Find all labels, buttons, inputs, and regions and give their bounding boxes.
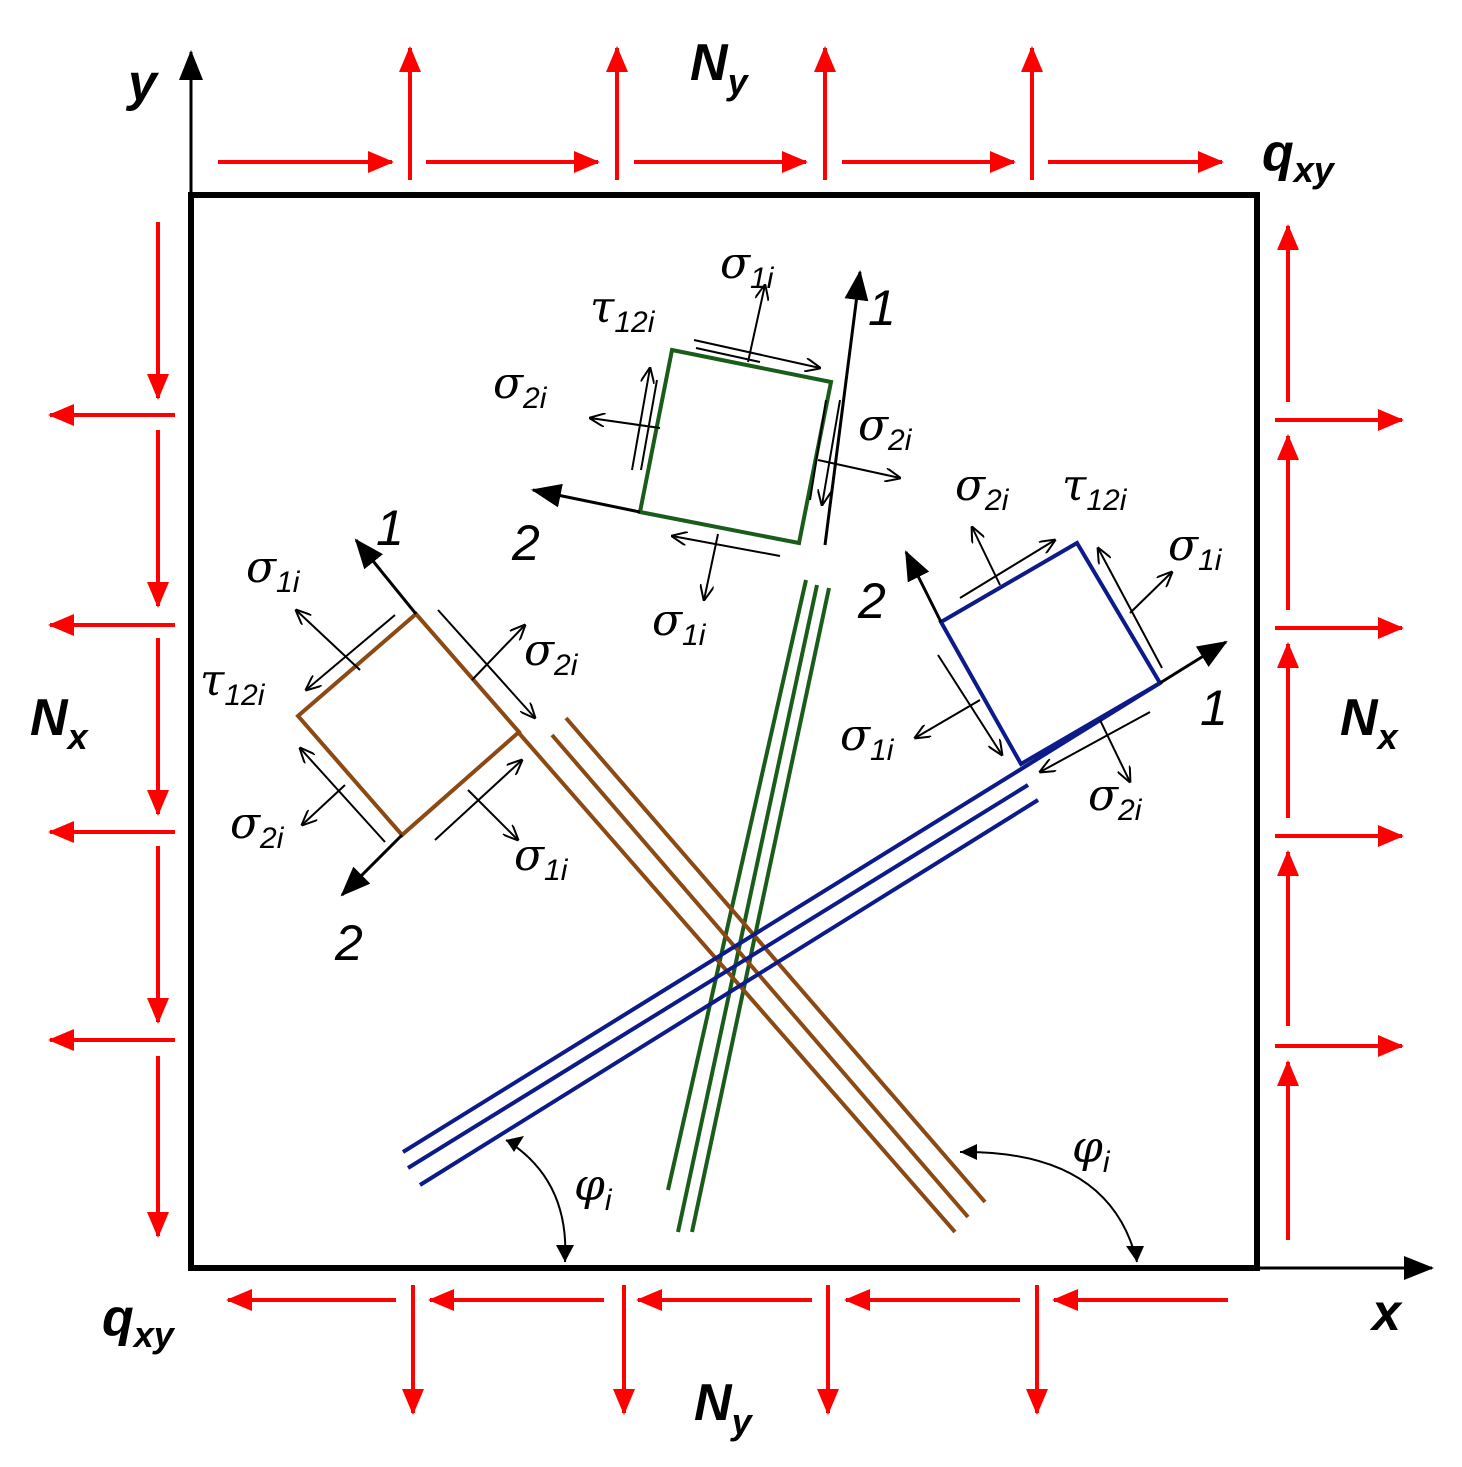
blue-axis-1 (1159, 640, 1228, 685)
stress-labels: σ1i τ12i σ2i σ2i σ1i σ1i τ12i σ2i σ2i σ1… (200, 238, 1223, 1217)
green-axis-2-label: 2 (511, 515, 540, 571)
brown-axis-1-label: 1 (376, 500, 404, 556)
green-axis-2 (531, 483, 641, 514)
green-sigma2-left: σ2i (493, 358, 548, 415)
green-sigma2-right: σ2i (858, 400, 913, 457)
brown-sigma2-bottom: σ2i (230, 798, 285, 855)
y-axis-label: y (125, 54, 160, 112)
brown-axis-1 (354, 538, 418, 615)
blue-sigma1-right: σ1i (1168, 520, 1223, 577)
blue-axis-2-label: 2 (857, 573, 886, 629)
brown-sigma1-top: σ1i (246, 542, 301, 599)
green-axis-1 (823, 270, 869, 546)
brown-sigma2-right: σ2i (524, 625, 579, 682)
brown-fiber-bundle (516, 716, 987, 1234)
phi-right-label: φi (1072, 1122, 1111, 1179)
nx-left-label: Nx (30, 689, 90, 757)
brown-sigma1-bottom: σ1i (514, 830, 569, 887)
qxy-top-label: qxy (1262, 124, 1336, 190)
phi-left-label: φi (574, 1160, 613, 1217)
blue-axis-1-label: 1 (1200, 680, 1228, 736)
ny-bottom-label: Ny (694, 1374, 754, 1442)
brown-tau12: τ12i (200, 655, 266, 712)
phi-arc-left (505, 1139, 567, 1263)
green-tau12: τ12i (590, 282, 656, 339)
phi-arc-right (959, 1150, 1138, 1263)
green-axis-1-label: 1 (868, 280, 896, 336)
blue-element (904, 527, 1228, 782)
blue-fiber-bundle (401, 681, 1162, 1187)
qxy-bottom-label: qxy (102, 1289, 176, 1355)
blue-sigma1-left: σ1i (840, 710, 895, 767)
blue-sigma2-top: σ2i (955, 460, 1010, 517)
nx-right-label: Nx (1340, 689, 1400, 757)
green-sigma1-top: σ1i (720, 238, 775, 295)
green-element (531, 270, 900, 600)
blue-tau12: τ12i (1062, 460, 1128, 517)
load-arrows (48, 46, 1404, 1415)
brown-axis-2-label: 2 (334, 915, 363, 971)
ny-top-label: Ny (690, 34, 750, 102)
green-sigma1-bottom: σ1i (652, 595, 707, 652)
green-fiber-bundle (666, 579, 831, 1233)
x-axis-label: x (1369, 1284, 1403, 1342)
brown-axis-2 (340, 833, 404, 897)
blue-sigma2-bottom: σ2i (1088, 770, 1143, 827)
brown-element (296, 538, 535, 897)
blue-axis-2 (904, 550, 943, 623)
plate-frame (188, 192, 1260, 1271)
